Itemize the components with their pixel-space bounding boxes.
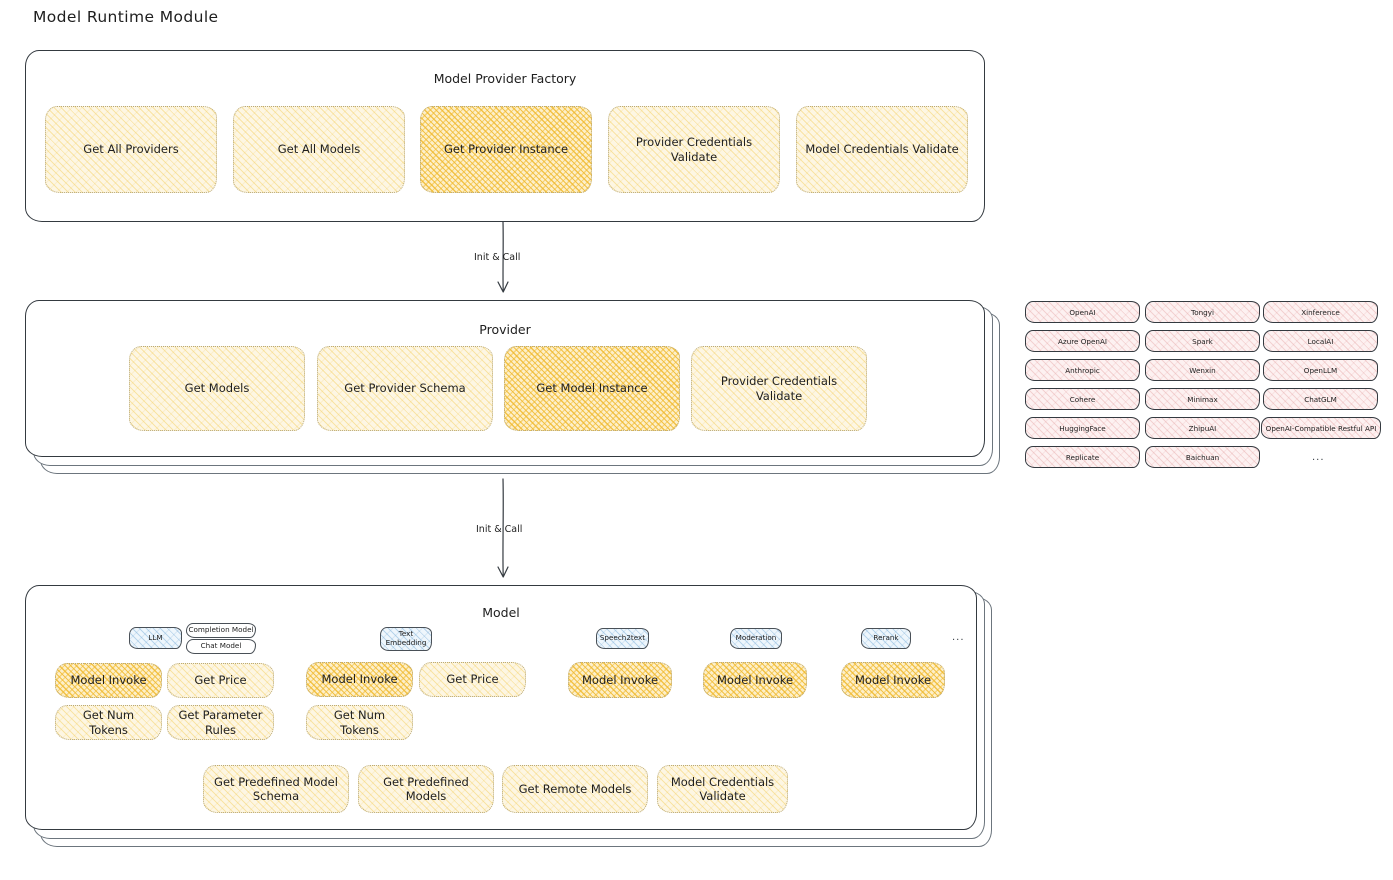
llm-method-get-num-tokens[interactable]: Get Num Tokens — [55, 705, 162, 740]
provider-chip-azure-openai[interactable]: Azure OpenAI — [1025, 330, 1140, 352]
moderation-method-model-invoke[interactable]: Model Invoke — [703, 662, 807, 698]
provider-chip-xinference[interactable]: Xinference — [1263, 301, 1378, 323]
provider-chip-openai[interactable]: OpenAI — [1025, 301, 1140, 323]
provider-chip-huggingface[interactable]: HuggingFace — [1025, 417, 1140, 439]
llm-method-get-price[interactable]: Get Price — [167, 663, 274, 698]
factory-item-get-provider-instance[interactable]: Get Provider Instance — [420, 106, 592, 193]
model-types-ellipsis: ... — [952, 632, 965, 643]
provider-chip-baichuan[interactable]: Baichuan — [1145, 446, 1260, 468]
llm-method-get-parameter-rules[interactable]: Get Parameter Rules — [167, 705, 274, 740]
provider-chip-wenxin[interactable]: Wenxin — [1145, 359, 1260, 381]
model-type-rerank[interactable]: Rerank — [861, 628, 911, 649]
model-subtype-completion-model[interactable]: Completion Model — [186, 623, 256, 638]
model-provider-factory-title: Model Provider Factory — [433, 71, 577, 86]
model-common-get-remote-models[interactable]: Get Remote Models — [502, 765, 648, 813]
factory-item-get-all-providers[interactable]: Get All Providers — [45, 106, 217, 193]
provider-item-get-model-instance[interactable]: Get Model Instance — [504, 346, 680, 431]
model-subtype-chat-model[interactable]: Chat Model — [186, 639, 256, 654]
rerank-method-model-invoke[interactable]: Model Invoke — [841, 662, 945, 698]
page-title: Model Runtime Module — [33, 8, 219, 26]
model-type-speech2text[interactable]: Speech2text — [596, 628, 649, 649]
model-common-model-credentials-validate[interactable]: Model Credentials Validate — [657, 765, 788, 813]
arrow-label-init-and-call-2: Init & Call — [476, 524, 523, 535]
model-type-llm[interactable]: LLM — [129, 627, 182, 649]
arrow-provider-to-model — [497, 478, 509, 578]
provider-chip-spark[interactable]: Spark — [1145, 330, 1260, 352]
model-type-text-embedding[interactable]: Text Embedding — [380, 627, 432, 651]
model-title: Model — [482, 605, 520, 620]
arrow-label-init-and-call-1: Init & Call — [474, 252, 521, 263]
provider-item-get-provider-schema[interactable]: Get Provider Schema — [317, 346, 493, 431]
model-type-moderation[interactable]: Moderation — [730, 628, 782, 649]
provider-chip-openai-compatible-restful-api[interactable]: OpenAI-Compatible Restful API — [1261, 417, 1381, 439]
llm-method-model-invoke[interactable]: Model Invoke — [55, 663, 162, 698]
arrow-factory-to-provider — [497, 221, 509, 293]
factory-item-provider-credentials-validate[interactable]: Provider Credentials Validate — [608, 106, 780, 193]
text-embedding-method-get-num-tokens[interactable]: Get Num Tokens — [306, 705, 413, 740]
factory-item-get-all-models[interactable]: Get All Models — [233, 106, 405, 193]
provider-item-get-models[interactable]: Get Models — [129, 346, 305, 431]
provider-chip-minimax[interactable]: Minimax — [1145, 388, 1260, 410]
provider-chip-replicate[interactable]: Replicate — [1025, 446, 1140, 468]
speech2text-method-model-invoke[interactable]: Model Invoke — [568, 662, 672, 698]
provider-chip-anthropic[interactable]: Anthropic — [1025, 359, 1140, 381]
model-common-get-predefined-models[interactable]: Get Predefined Models — [358, 765, 494, 813]
text-embedding-method-get-price[interactable]: Get Price — [419, 662, 526, 697]
provider-chip-cohere[interactable]: Cohere — [1025, 388, 1140, 410]
model-panel: Model — [25, 585, 977, 830]
provider-chip-chatglm[interactable]: ChatGLM — [1263, 388, 1378, 410]
provider-chip-zhipuai[interactable]: ZhipuAI — [1145, 417, 1260, 439]
provider-title: Provider — [479, 322, 531, 337]
text-embedding-method-model-invoke[interactable]: Model Invoke — [306, 662, 413, 697]
factory-item-model-credentials-validate[interactable]: Model Credentials Validate — [796, 106, 968, 193]
provider-list-ellipsis: ... — [1312, 452, 1325, 463]
provider-item-provider-credentials-validate[interactable]: Provider Credentials Validate — [691, 346, 867, 431]
model-common-get-predefined-model-schema[interactable]: Get Predefined Model Schema — [203, 765, 349, 813]
provider-chip-tongyi[interactable]: Tongyi — [1145, 301, 1260, 323]
provider-chip-localai[interactable]: LocalAI — [1263, 330, 1378, 352]
provider-chip-openllm[interactable]: OpenLLM — [1263, 359, 1378, 381]
